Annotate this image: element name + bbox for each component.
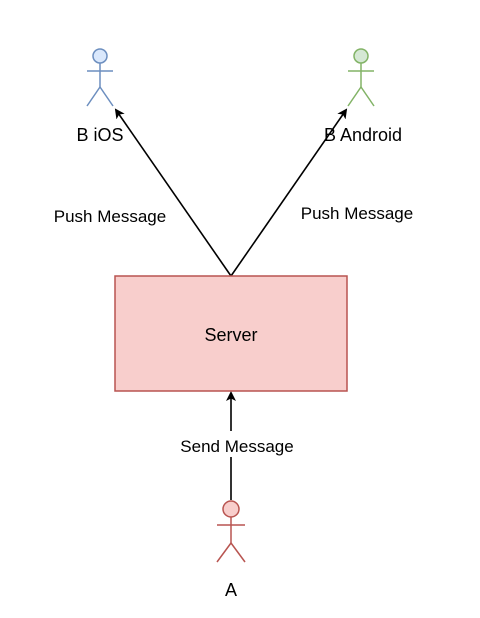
server-label: Server: [204, 325, 257, 345]
b-ios-label: B iOS: [76, 125, 123, 145]
a-actor-icon[interactable]: [216, 500, 246, 563]
push-message-ios-label: Push Message: [54, 207, 166, 226]
b-android-label: B Android: [324, 125, 402, 145]
a-label: A: [225, 580, 237, 600]
send-label-bg: [163, 431, 299, 457]
b-ios-actor-icon[interactable]: [86, 48, 114, 107]
server-box[interactable]: [114, 275, 348, 392]
push-message-android-label: Push Message: [301, 204, 413, 223]
b-android-actor-icon[interactable]: [347, 48, 375, 107]
send-message-label: Send Message: [180, 437, 293, 456]
arrow-push-ios[interactable]: [114, 108, 232, 277]
arrow-push-android[interactable]: [230, 108, 348, 277]
